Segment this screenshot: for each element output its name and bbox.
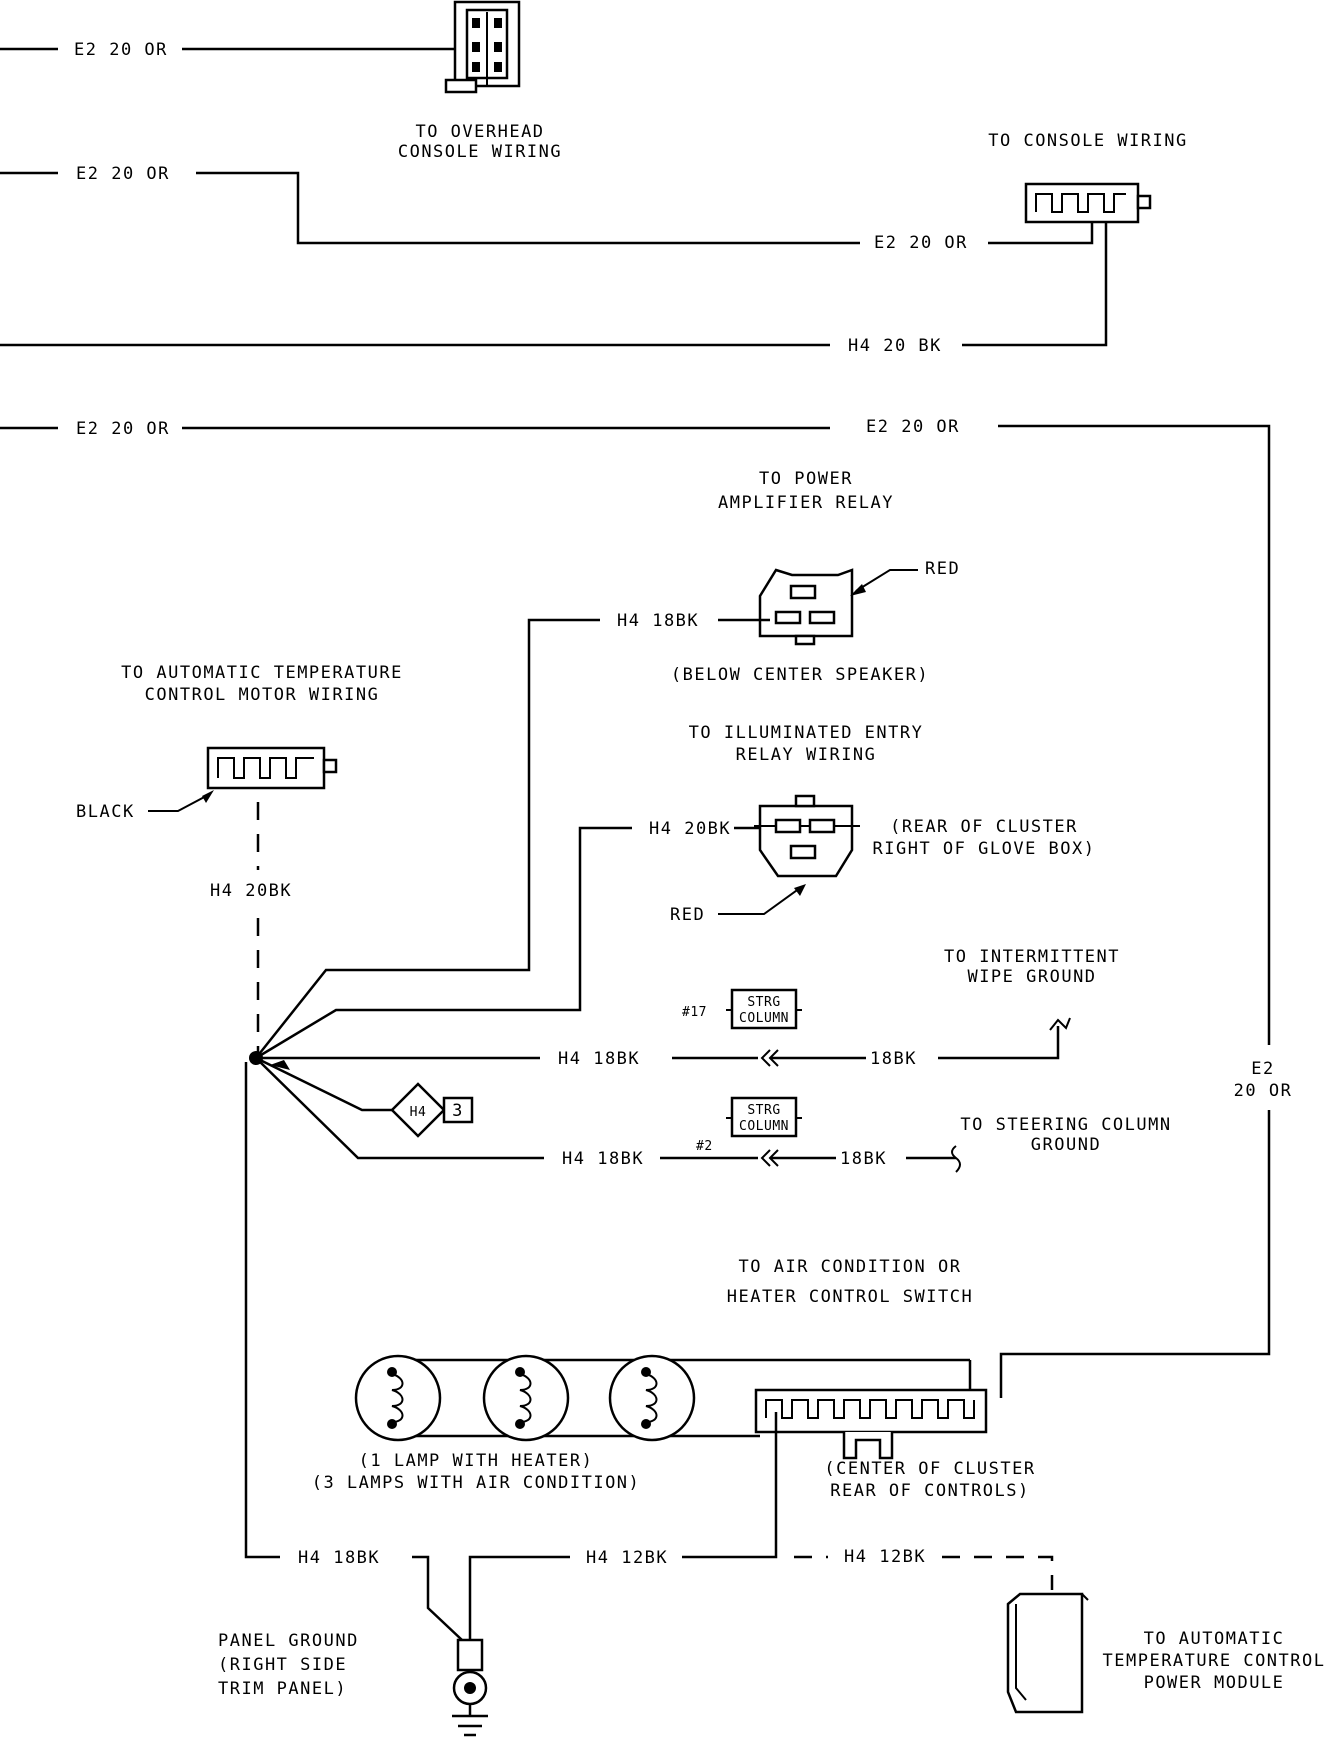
atc-power-module-label-1: TO AUTOMATIC <box>1144 1629 1285 1649</box>
splice-3-label: 3 <box>452 1101 464 1121</box>
steering-ground-label-1: TO STEERING COLUMN <box>960 1115 1171 1135</box>
illum-entry-connector <box>754 794 860 878</box>
strg-label-2: STRG <box>747 1103 780 1118</box>
steering-ground-label-2: GROUND <box>1031 1135 1101 1155</box>
wire-label-h4-18bk-4: H4 18BK <box>298 1548 380 1568</box>
illum-entry-red-label: RED <box>670 905 705 925</box>
splice-h4-3: H4 3 <box>390 1082 474 1138</box>
atc-black-label: BLACK <box>76 802 135 822</box>
atc-power-module-connector <box>1006 1592 1089 1714</box>
power-amp-relay-connector <box>758 568 854 646</box>
intermittent-wipe-label-1: TO INTERMITTENT <box>944 947 1120 967</box>
panel-ground-label-1: PANEL GROUND <box>218 1631 359 1651</box>
wire-label-h4-20bk-1: H4 20BK <box>649 819 731 839</box>
pin17-label: #17 <box>682 1005 707 1020</box>
steering-column-connector-2: STRG COLUMN <box>726 1096 802 1138</box>
lamps-note-1: (1 LAMP WITH HEATER) <box>359 1451 594 1471</box>
illum-entry-location-1: (REAR OF CLUSTER <box>890 817 1078 837</box>
wire-e2-ac-switch: E2 20 OR E2 20 OR E2 20 OR <box>0 417 1293 1398</box>
wire-h4-console: H4 20 BK <box>0 222 1108 356</box>
power-amp-red-label: RED <box>925 559 960 579</box>
illum-entry-red-leader <box>718 884 806 915</box>
wire-h4-12bk-power-module: H4 12BK <box>794 1547 1054 1590</box>
overhead-console-label-1: TO OVERHEAD <box>415 122 544 142</box>
wire-h4-18bk-panel-ground: H4 18BK <box>244 1062 463 1641</box>
wire-label-e2-vertical: E2 <box>1251 1059 1274 1079</box>
ac-switch-connector <box>754 1388 988 1460</box>
splice-h4-label: H4 <box>410 1105 427 1120</box>
wire-label-h4-20bk-atc: H4 20BK <box>210 881 292 901</box>
wire-label-h4-18bk-3: H4 18BK <box>562 1149 644 1169</box>
wire-e2-console: E2 20 OR E2 20 OR <box>0 164 1094 253</box>
wire-label-h4-18bk-2: H4 18BK <box>558 1049 640 1069</box>
column-label-17: COLUMN <box>739 1011 789 1026</box>
steering-column-connector-17: STRG COLUMN <box>726 988 802 1030</box>
panel-ground-label-3: TRIM PANEL) <box>218 1679 347 1699</box>
intermittent-wipe-label-2: WIPE GROUND <box>967 967 1096 987</box>
atc-motor-label-2: CONTROL MOTOR WIRING <box>145 685 380 705</box>
wire-label-e2-2: E2 20 OR <box>76 164 170 184</box>
ac-switch-label-1: TO AIR CONDITION OR <box>739 1257 962 1277</box>
wire-h4-18bk-steering-ground: H4 18BK 18BK <box>255 1057 961 1173</box>
wire-label-h4-12bk-1: H4 12BK <box>586 1548 668 1568</box>
power-amp-label-2: AMPLIFIER RELAY <box>718 493 894 513</box>
illum-entry-location-2: RIGHT OF GLOVE BOX) <box>873 839 1096 859</box>
wire-label-18bk-1: 18BK <box>870 1049 917 1069</box>
wire-label-18bk-2: 18BK <box>840 1149 887 1169</box>
wire-label-e2-1: E2 20 OR <box>74 40 168 60</box>
console-wiring-label: TO CONSOLE WIRING <box>988 131 1188 151</box>
ac-switch-label-2: HEATER CONTROL SWITCH <box>727 1287 973 1307</box>
wire-h4-18bk-power-amp: H4 18BK <box>255 611 770 1059</box>
wire-h4-12bk-ac-switch: H4 12BK <box>468 1412 778 1640</box>
atc-power-module-label-3: POWER MODULE <box>1144 1673 1285 1693</box>
wire-label-e2-3: E2 20 OR <box>874 233 968 253</box>
illum-entry-label-1: TO ILLUMINATED ENTRY <box>689 723 924 743</box>
illum-entry-label-2: RELAY WIRING <box>736 745 877 765</box>
atc-power-module-label-2: TEMPERATURE CONTROL <box>1103 1651 1326 1671</box>
lamp-1 <box>354 1354 442 1442</box>
wire-label-e2-4: E2 20 OR <box>76 419 170 439</box>
panel-ground-label-2: (RIGHT SIDE <box>218 1655 347 1675</box>
atc-black-leader <box>148 790 214 812</box>
wire-label-h4-12bk-2: H4 12BK <box>844 1547 926 1567</box>
wire-label-h4-1: H4 20 BK <box>848 336 942 356</box>
wire-label-e2-5: E2 20 OR <box>866 417 960 437</box>
wire-label-h4-18bk-1: H4 18BK <box>617 611 699 631</box>
wire-h4-18bk-wipe-ground: H4 18BK 18BK <box>256 1017 1071 1069</box>
lamp-3 <box>608 1354 696 1442</box>
ac-switch-location-1: (CENTER OF CLUSTER <box>824 1459 1035 1479</box>
ac-switch-location-2: REAR OF CONTROLS) <box>830 1481 1030 1501</box>
console-connector <box>1024 182 1152 224</box>
strg-label-17: STRG <box>747 995 780 1010</box>
overhead-console-connector <box>444 0 521 94</box>
wire-h4-atc-motor: H4 20BK <box>210 802 292 1052</box>
lamps-note-2: (3 LAMPS WITH AIR CONDITION) <box>312 1473 641 1493</box>
lamp-2 <box>482 1354 570 1442</box>
lamps-group <box>354 1354 970 1442</box>
wire-h4-20bk-illum: H4 20BK <box>255 819 760 1060</box>
wire-splice-h4-3 <box>255 1056 392 1112</box>
power-amp-red-leader <box>850 569 918 596</box>
wire-label-20or-vertical: 20 OR <box>1234 1081 1293 1101</box>
overhead-console-label-2: CONSOLE WIRING <box>398 142 562 162</box>
atc-motor-connector <box>206 746 338 790</box>
power-amp-label-1: TO POWER <box>759 469 853 489</box>
atc-motor-label-1: TO AUTOMATIC TEMPERATURE <box>121 663 403 683</box>
column-label-2: COLUMN <box>739 1119 789 1134</box>
pin2-label: #2 <box>696 1139 713 1154</box>
power-amp-location-label: (BELOW CENTER SPEAKER) <box>671 665 929 685</box>
panel-ground-symbol <box>452 1638 488 1737</box>
wire-e2-overhead-console: E2 20 OR <box>0 40 472 60</box>
